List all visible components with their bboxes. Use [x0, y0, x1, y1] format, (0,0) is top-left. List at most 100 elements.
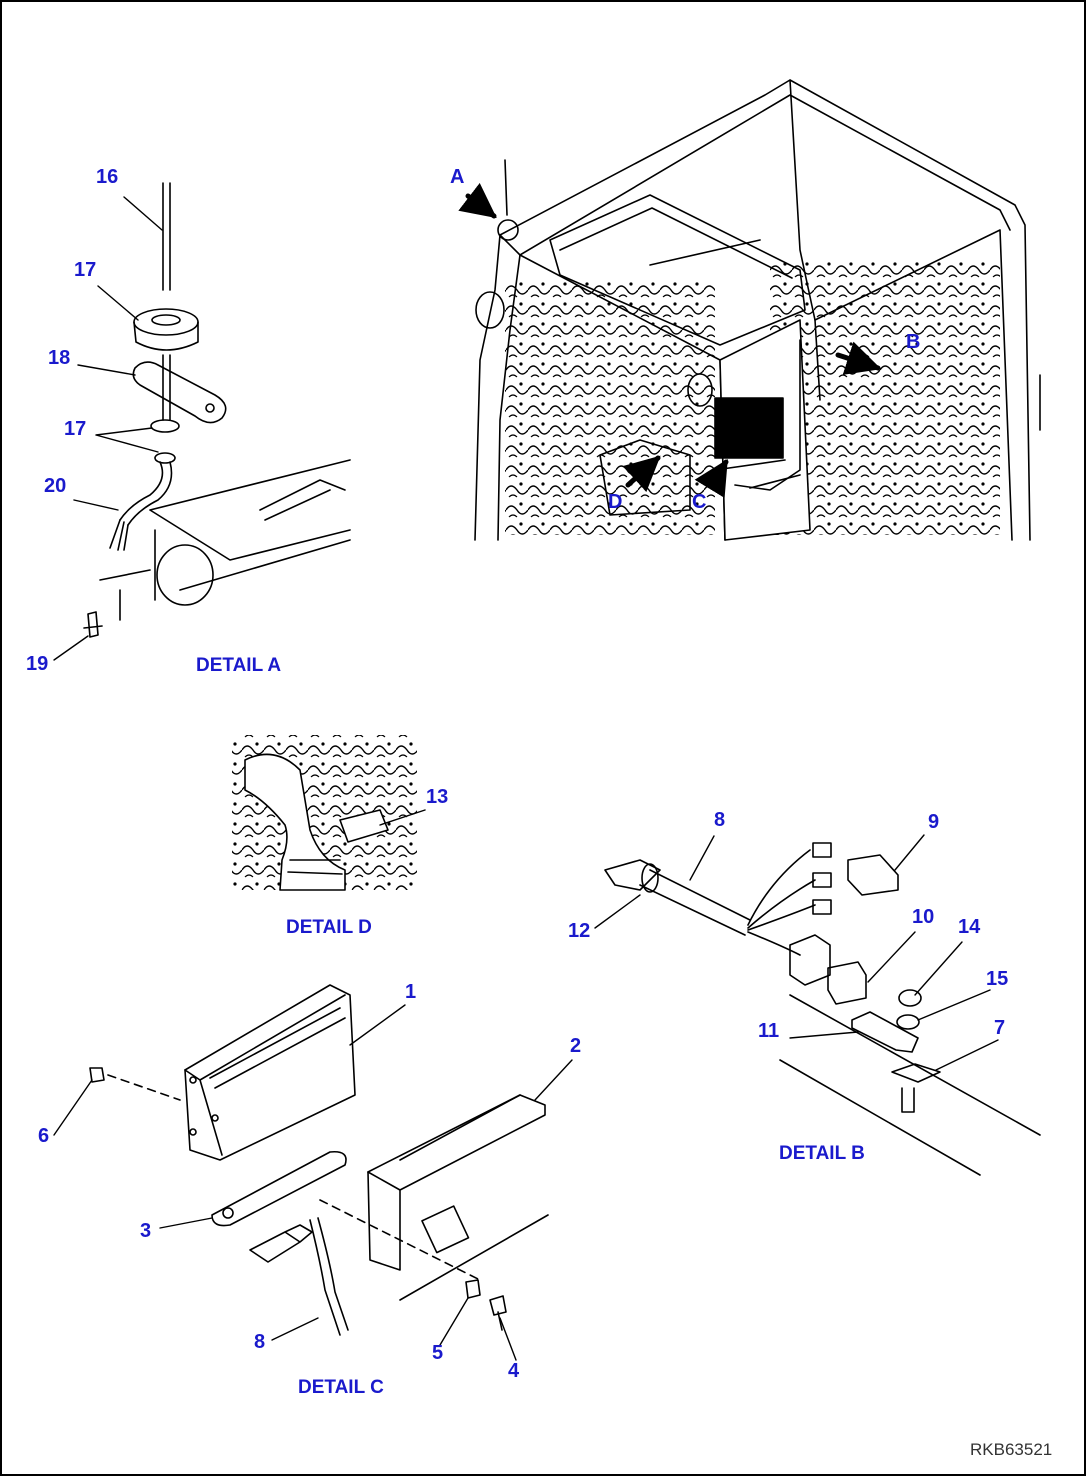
- connector-9: [847, 854, 899, 896]
- washer-15: [896, 1014, 920, 1030]
- connector-c-block: [249, 1224, 313, 1263]
- label-part-8-b: 8: [714, 809, 725, 831]
- drawing-code: RKB63521: [970, 1440, 1052, 1459]
- lever-d: [244, 753, 346, 891]
- plate-7: [891, 1063, 941, 1083]
- clamp-12: [641, 863, 659, 893]
- arrow-a: [458, 182, 497, 219]
- cab-frame-a: [99, 459, 351, 621]
- connector-c: [812, 899, 832, 915]
- leader-lines: [53, 196, 999, 1361]
- main-cab-view: [458, 79, 1041, 541]
- bracket-18: [132, 361, 227, 424]
- label-part-15: 15: [986, 968, 1008, 990]
- connector-a: [812, 842, 832, 858]
- roof-window-inner: [559, 207, 793, 279]
- label-part-7: 7: [994, 1017, 1005, 1039]
- cab-roof-edge: [499, 94, 1011, 256]
- roof-window-line: [649, 239, 761, 266]
- detail-d-title: DETAIL D: [286, 917, 372, 938]
- label-view-d: D: [608, 491, 622, 513]
- handrail-a: [259, 479, 346, 521]
- label-part-18: 18: [48, 347, 70, 369]
- nut-5: [465, 1279, 481, 1299]
- harness-8-c: [309, 1217, 349, 1336]
- label-part-13: 13: [426, 786, 448, 808]
- nut-14: [898, 989, 922, 1007]
- connector-b: [812, 872, 832, 888]
- arrow-c: [694, 459, 729, 499]
- lever-d-lines: [287, 859, 343, 875]
- bracket-shaft: [162, 354, 171, 421]
- label-part-4: 4: [508, 1360, 520, 1382]
- harness-8-end: [604, 859, 661, 891]
- antenna-base: [497, 219, 519, 241]
- washer-17: [154, 452, 176, 464]
- controller-1-hole-b: [189, 1128, 197, 1136]
- antenna-mount-17: [133, 308, 199, 336]
- cable-20: [119, 461, 173, 526]
- harness-line: [734, 339, 801, 491]
- bolt-19: [83, 611, 103, 638]
- lamp-a: [156, 544, 214, 606]
- detail-c-view: [89, 984, 549, 1336]
- relay-block: [789, 934, 831, 986]
- bolt-b: [901, 1087, 915, 1113]
- lamp-left: [475, 291, 505, 329]
- label-view-b: B: [906, 331, 920, 353]
- label-part-8-c: 8: [254, 1331, 265, 1353]
- label-part-20: 20: [44, 475, 66, 497]
- arrow-d: [622, 455, 661, 493]
- detail-b-title: DETAIL B: [779, 1143, 865, 1164]
- label-part-17-bottom: 17: [64, 418, 86, 440]
- label-part-17-top: 17: [74, 259, 96, 281]
- antenna-mount-17-body: [133, 321, 199, 351]
- label-part-10: 10: [912, 906, 934, 928]
- switch-13: [339, 809, 389, 843]
- controller-1-hole-a: [189, 1076, 197, 1084]
- label-part-3: 3: [140, 1220, 151, 1242]
- label-view-a: A: [450, 166, 464, 188]
- detail-b-view: [604, 842, 1041, 1176]
- harness-8-tube: [639, 869, 751, 936]
- cover-2: [367, 1094, 546, 1271]
- seat-outline: [599, 439, 691, 516]
- antenna-16: [162, 182, 171, 291]
- cover-2-label: [421, 1205, 470, 1254]
- label-part-16: 16: [96, 166, 118, 188]
- cab-body: [474, 234, 501, 541]
- nut-17: [150, 419, 180, 433]
- cab-roof: [499, 79, 1031, 541]
- bracket-3: [211, 1150, 347, 1227]
- cover-2-edge: [367, 1094, 521, 1191]
- label-part-12: 12: [568, 920, 590, 942]
- label-part-1: 1: [405, 981, 416, 1003]
- label-part-11: 11: [758, 1020, 779, 1042]
- harness-8-wires: [747, 849, 816, 956]
- bolt-4: [489, 1295, 507, 1331]
- antenna-rod: [504, 159, 508, 216]
- dash-line-6: [107, 1074, 181, 1101]
- relay-10: [827, 961, 867, 1005]
- lamp-right: [687, 373, 713, 407]
- dash-line-c: [319, 1199, 481, 1281]
- label-view-c: C: [692, 491, 706, 513]
- label-part-9: 9: [928, 811, 939, 833]
- detail-d-view: [232, 735, 417, 891]
- label-part-14: 14: [958, 916, 981, 938]
- controller-1-hole-c: [211, 1114, 219, 1122]
- label-part-2: 2: [570, 1035, 581, 1057]
- bracket-11: [851, 1011, 919, 1053]
- detail-a-title: DETAIL A: [196, 655, 281, 676]
- label-part-6: 6: [38, 1125, 49, 1147]
- bracket-18-hole: [205, 403, 215, 413]
- nut-6: [89, 1067, 105, 1083]
- line-c: [399, 1214, 549, 1301]
- label-part-5: 5: [432, 1342, 443, 1364]
- arrow-b: [835, 341, 882, 375]
- controller-1-ribs: [209, 1007, 346, 1089]
- label-part-19: 19: [26, 653, 48, 675]
- controller-1: [184, 984, 356, 1161]
